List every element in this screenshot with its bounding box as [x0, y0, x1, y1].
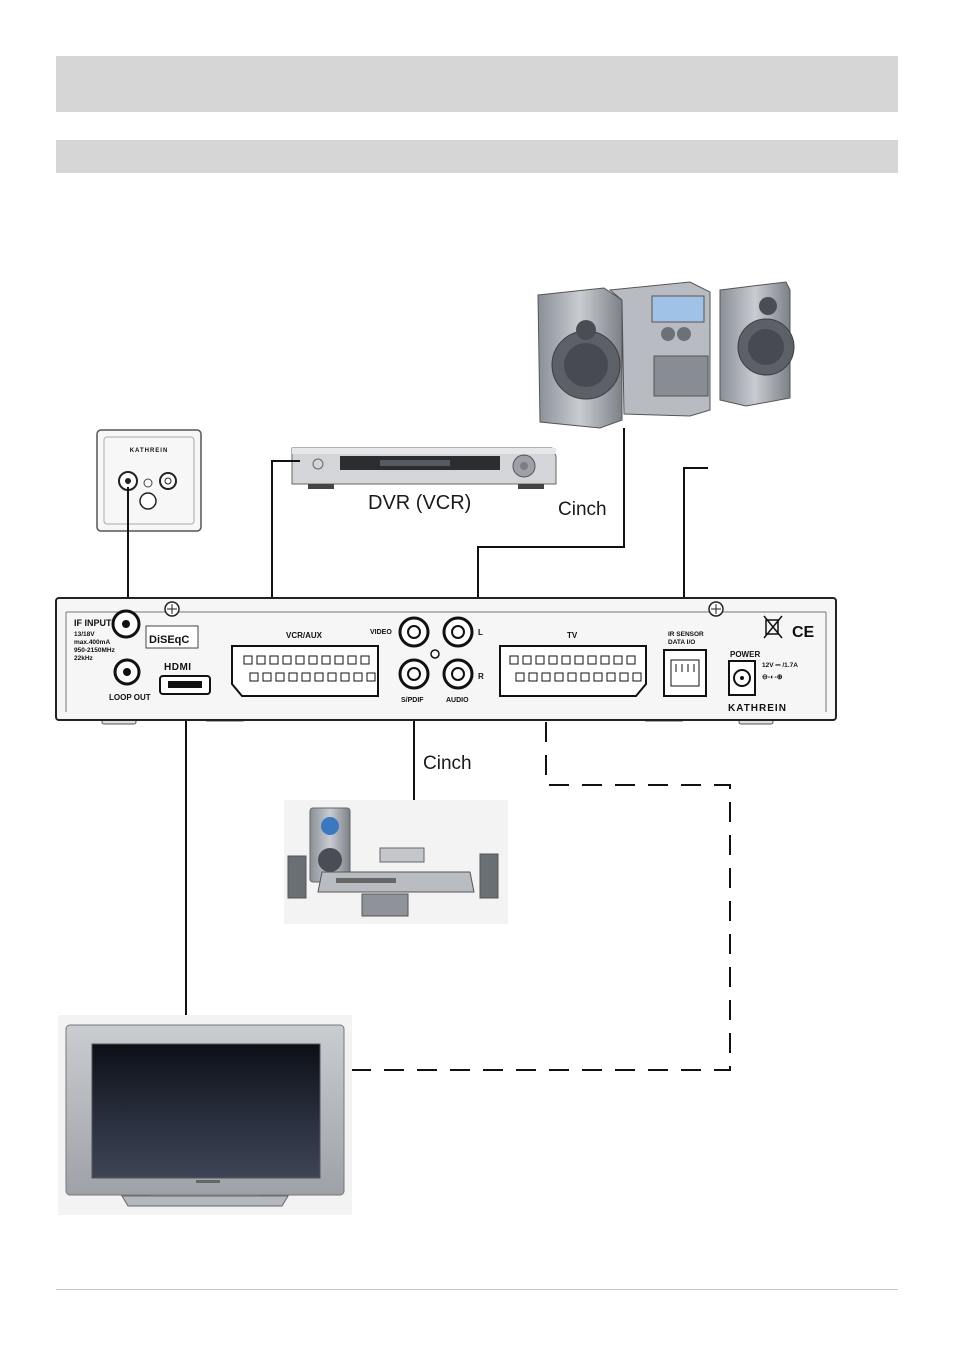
socket-brand-label: KATHREIN — [130, 448, 169, 454]
scart-cable-tv-optional — [352, 722, 731, 1071]
scart-pin — [288, 672, 298, 682]
tv-scart-label: TV — [567, 631, 578, 640]
scart-port-tv — [499, 645, 647, 697]
scart-pin — [347, 655, 357, 665]
scart-pin — [632, 672, 642, 682]
scart-pin — [574, 655, 584, 665]
video-label: VIDEO — [370, 629, 392, 636]
scart-pin — [334, 655, 344, 665]
scart-pin — [321, 655, 331, 665]
scart-pin — [366, 672, 376, 682]
receiver-rear-panel: IF INPUT 13/18V max.400mA 950-2150MHz 22… — [55, 597, 837, 725]
scart-pin — [262, 672, 272, 682]
power-spec-label: 12V ⎓ /1.7A — [762, 662, 798, 669]
scart-port-vcr — [231, 645, 379, 697]
scart-pin — [249, 672, 259, 682]
subheader-bar — [56, 140, 898, 173]
home-cinema-system — [284, 800, 508, 924]
audio-left-label: L — [478, 628, 483, 637]
audio-right-label: R — [478, 672, 484, 681]
scart-pin — [541, 672, 551, 682]
scart-pin — [340, 672, 350, 682]
television — [58, 1015, 352, 1215]
if-spec-voltage: 13/18V — [74, 631, 95, 638]
antenna-wall-socket: KATHREIN — [96, 429, 202, 532]
spdif-label: S/PDIF — [401, 697, 424, 704]
data-port — [663, 649, 707, 697]
header-bar — [56, 56, 898, 112]
scart-pin — [535, 655, 545, 665]
weee-crossed-bin-icon — [763, 615, 783, 639]
scart-pin — [613, 655, 623, 665]
diseqc-label: DiSEqC — [149, 634, 189, 646]
dvr-label: DVR (VCR) — [368, 492, 471, 514]
cinch-label-bottom: Cinch — [423, 753, 472, 774]
loop-out-label: LOOP OUT — [109, 693, 151, 702]
scart-cable-vcr — [271, 460, 300, 650]
scart-pin — [360, 655, 370, 665]
scart-pin — [580, 672, 590, 682]
ce-mark: CE — [792, 624, 815, 641]
ir-sensor-label: IR SENSOR — [668, 631, 704, 638]
data-io-label: DATA I/O — [668, 639, 695, 646]
audio-label: AUDIO — [446, 697, 469, 704]
scart-pin — [308, 655, 318, 665]
scart-pin — [256, 655, 266, 665]
diseqc-logo — [145, 625, 199, 649]
dvr-device — [291, 447, 557, 489]
scart-pin — [561, 655, 571, 665]
scart-pin — [600, 655, 610, 665]
scart-pin — [295, 655, 305, 665]
vcr-aux-label: VCR/AUX — [286, 631, 323, 640]
scart-pin — [353, 672, 363, 682]
power-label: POWER — [730, 650, 760, 659]
scart-pin — [567, 672, 577, 682]
scart-pin — [587, 655, 597, 665]
scart-pin — [327, 672, 337, 682]
if-spec-tone: 22kHz — [74, 655, 94, 662]
screw-icon — [164, 601, 180, 617]
cinch-label-top: Cinch — [558, 499, 607, 520]
scart-pin — [528, 672, 538, 682]
scart-pin — [243, 655, 253, 665]
scart-pin — [522, 655, 532, 665]
scart-pin — [282, 655, 292, 665]
scart-pin — [275, 672, 285, 682]
stereo-system — [537, 281, 795, 429]
if-input-label: IF INPUT — [74, 618, 112, 628]
scart-pin — [619, 672, 629, 682]
scart-pin — [626, 655, 636, 665]
scart-pin — [554, 672, 564, 682]
scart-pin — [269, 655, 279, 665]
scart-pin — [606, 672, 616, 682]
if-spec-current: max.400mA — [74, 639, 110, 646]
scart-pin — [593, 672, 603, 682]
scart-pin — [548, 655, 558, 665]
scart-pin — [509, 655, 519, 665]
footer-rule — [56, 1289, 898, 1290]
if-spec-frequency: 950-2150MHz — [74, 647, 116, 654]
scart-pin — [314, 672, 324, 682]
svg-text:⊖-◐-⊕: ⊖-◐-⊕ — [762, 674, 783, 681]
scart-pin — [515, 672, 525, 682]
hdmi-label: HDMI — [164, 662, 192, 673]
screw-icon — [708, 601, 724, 617]
receiver-brand-label: KATHREIN — [728, 703, 787, 714]
scart-pin — [301, 672, 311, 682]
